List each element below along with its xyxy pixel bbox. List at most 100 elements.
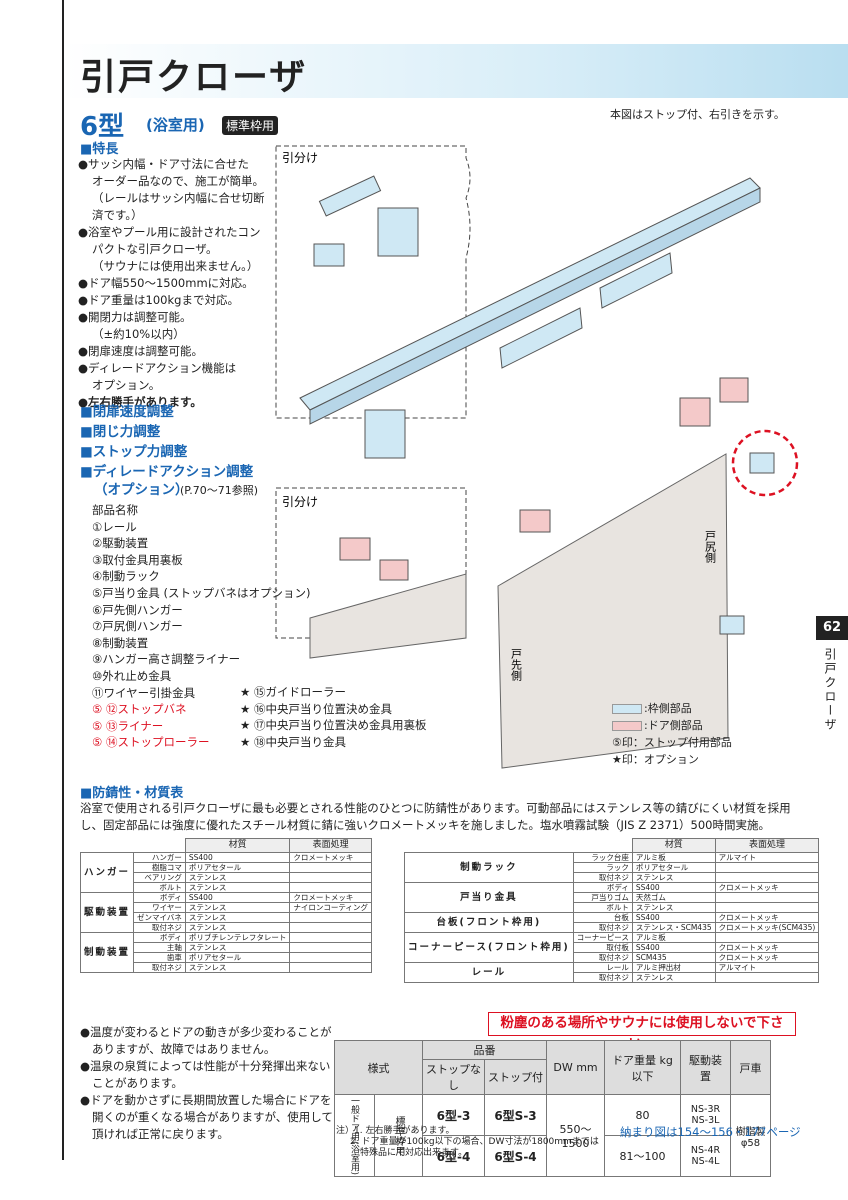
feature-item: （サウナには使用出来ません。） bbox=[92, 259, 259, 273]
spec-style1: 一般ドア用(浴室用) bbox=[334, 1093, 375, 1178]
spec-style2: 標準枠用 bbox=[374, 1093, 423, 1178]
features-list: ●サッシ内幅・ドア寸法に合せたオーダー品なので、施工が簡単。（レールはサッシ内幅… bbox=[78, 156, 278, 411]
table-row: 制動ラックラック台座アルミ板アルマイト bbox=[404, 852, 820, 883]
table-cell: SS400 bbox=[184, 852, 291, 863]
door-tip-label: 戸先側 bbox=[510, 648, 523, 681]
part-item: ②駆動装置 bbox=[92, 536, 149, 551]
drive-unit-detail bbox=[377, 207, 419, 257]
drive-unit bbox=[364, 409, 406, 459]
table-cell: アルミ板 bbox=[631, 852, 716, 863]
part-item: ④制動ラック bbox=[92, 569, 160, 584]
table-cell: ボルト bbox=[133, 882, 186, 893]
table-cell: レール bbox=[572, 962, 633, 973]
spec-h-nostop: ストップなし bbox=[422, 1059, 485, 1095]
detail-frame-top bbox=[275, 145, 471, 419]
part-item: ⑩外れ止め金具 bbox=[92, 668, 172, 683]
table-cell: アルミ板 bbox=[631, 932, 716, 943]
frame-badge: 標準枠用 bbox=[222, 116, 279, 135]
part-item: ⑨ハンガー高さ調整ライナー bbox=[92, 652, 241, 667]
rail-face bbox=[309, 187, 761, 425]
table-cell bbox=[289, 952, 372, 963]
feature-item: 済です。） bbox=[92, 208, 143, 222]
part-item: ③取付金具用裏板 bbox=[92, 552, 183, 567]
table-cell: ボルト bbox=[572, 902, 633, 913]
feature-item: ●ドア重量は100kgまで対応。 bbox=[78, 293, 239, 307]
layout-reference: 納まり図は154～156・177ページ bbox=[620, 1125, 801, 1139]
feature-item: ●ディレードアクション機能は bbox=[78, 361, 237, 375]
option-part-item: ★ ⑯中央戸当り位置決め金具 bbox=[240, 701, 392, 716]
table-cell bbox=[289, 862, 372, 873]
rail bbox=[299, 177, 761, 411]
options-list: ★ ⑮ガイドローラー★ ⑯中央戸当り位置決め金具★ ⑰中央戸当り位置決め金具用裏… bbox=[240, 684, 426, 750]
feature-item: オプション。 bbox=[92, 378, 161, 392]
spec-h-wheel: 戸車 bbox=[730, 1040, 771, 1095]
table-cell: 取付ネジ bbox=[572, 922, 633, 933]
brake-unit bbox=[749, 452, 775, 474]
parts-heading: 部品名称 bbox=[92, 503, 138, 517]
option-part-item: ★ ⑮ガイドローラー bbox=[240, 685, 346, 699]
table-cell: 取付ネジ bbox=[572, 872, 633, 883]
adj-option: （オプション） bbox=[94, 482, 189, 498]
table-cell: ステンレス bbox=[184, 872, 291, 883]
part-item: ⑧制動装置 bbox=[92, 635, 149, 650]
legend-item: ⑤印：ストップ付用部品 bbox=[612, 734, 732, 751]
table-header: 材質 bbox=[184, 838, 291, 853]
table-cell: ボディ bbox=[133, 892, 186, 903]
spec-weight-0: 80 bbox=[604, 1093, 681, 1137]
table-cell: クロメートメッキ bbox=[289, 852, 372, 863]
legend-item: :ドア側部品 bbox=[612, 717, 732, 734]
hanger-tail bbox=[679, 397, 711, 427]
group-name: 台板(フロント枠用) bbox=[404, 912, 574, 933]
center-stop-detail bbox=[379, 559, 409, 581]
part-item: ⑦戸尻側ハンガー bbox=[92, 619, 183, 634]
table-cell: ステンレス bbox=[184, 922, 291, 933]
legend-swatch bbox=[612, 721, 642, 731]
table-cell: 取付ネジ bbox=[133, 922, 186, 933]
group-name: レール bbox=[404, 962, 574, 983]
table-cell: クロメートメッキ(SCM435) bbox=[714, 922, 820, 933]
hanger-tip bbox=[519, 509, 551, 533]
part-item: ⑪ワイヤー引掛金具 bbox=[92, 685, 196, 700]
feature-item: ●閉扉速度は調整可能。 bbox=[78, 344, 204, 358]
table-cell: ラック台座 bbox=[572, 852, 633, 863]
legend-text: ⑤印：ストップ付用部品 bbox=[612, 736, 732, 749]
legend-swatch bbox=[612, 704, 642, 714]
table-corner bbox=[80, 838, 186, 853]
table-cell bbox=[289, 922, 372, 933]
usage-note: ●温泉の泉質によっては性能が十分発揮出来ないことがあります。 bbox=[80, 1059, 331, 1090]
table-cell: ワイヤー bbox=[133, 902, 186, 913]
table-cell: クロメートメッキ bbox=[289, 892, 372, 903]
brake-rack-2 bbox=[599, 252, 673, 309]
exploded-diagram: 引分け 引分け 戸尻側 戸先側 bbox=[275, 145, 799, 769]
table-cell bbox=[289, 932, 372, 943]
table-cell: SS400 bbox=[631, 942, 716, 953]
backplate-detail bbox=[318, 175, 382, 217]
table-row: 制動装置ボディポリブチレンテレフタレート bbox=[79, 932, 372, 973]
table-cell: 主軸 bbox=[133, 942, 186, 953]
page-title: 引戸クローザ bbox=[80, 57, 308, 98]
table-cell: 戸当りゴム bbox=[572, 892, 633, 903]
table-cell: ステンレス bbox=[184, 962, 291, 973]
spec-h-weight: ドア重量 kg 以下 bbox=[604, 1040, 681, 1095]
adj-delayed: ■ディレードアクション調整 bbox=[80, 464, 254, 480]
material-table-right: 材質表面処理制動ラックラック台座アルミ板アルマイトラックポリアセタール取付ネジス… bbox=[404, 838, 820, 983]
table-cell: 樹脂コマ bbox=[133, 862, 186, 873]
table-cell: ステンレス bbox=[184, 942, 291, 953]
table-cell: ステンレス bbox=[184, 882, 291, 893]
table-cell: SCM435 bbox=[631, 952, 716, 963]
spec-nostop-0: 6型-3 bbox=[422, 1093, 485, 1137]
table-cell: ボディ bbox=[133, 932, 186, 943]
brake-rack bbox=[499, 307, 583, 369]
table-cell: ステンレス・SCM435 bbox=[631, 922, 716, 933]
model-title: 6型 bbox=[80, 112, 125, 142]
features-heading: ■特長 bbox=[80, 142, 119, 157]
table-cell: ゼンマイバネ bbox=[133, 912, 186, 923]
adj-force: ■閉じ力調整 bbox=[80, 424, 161, 440]
legend-text: :枠側部品 bbox=[644, 702, 692, 715]
table-cell: 歯車 bbox=[133, 952, 186, 963]
usage-note: ●温度が変わるとドアの動きが多少変わることがありますが、故障ではありません。 bbox=[80, 1025, 332, 1056]
